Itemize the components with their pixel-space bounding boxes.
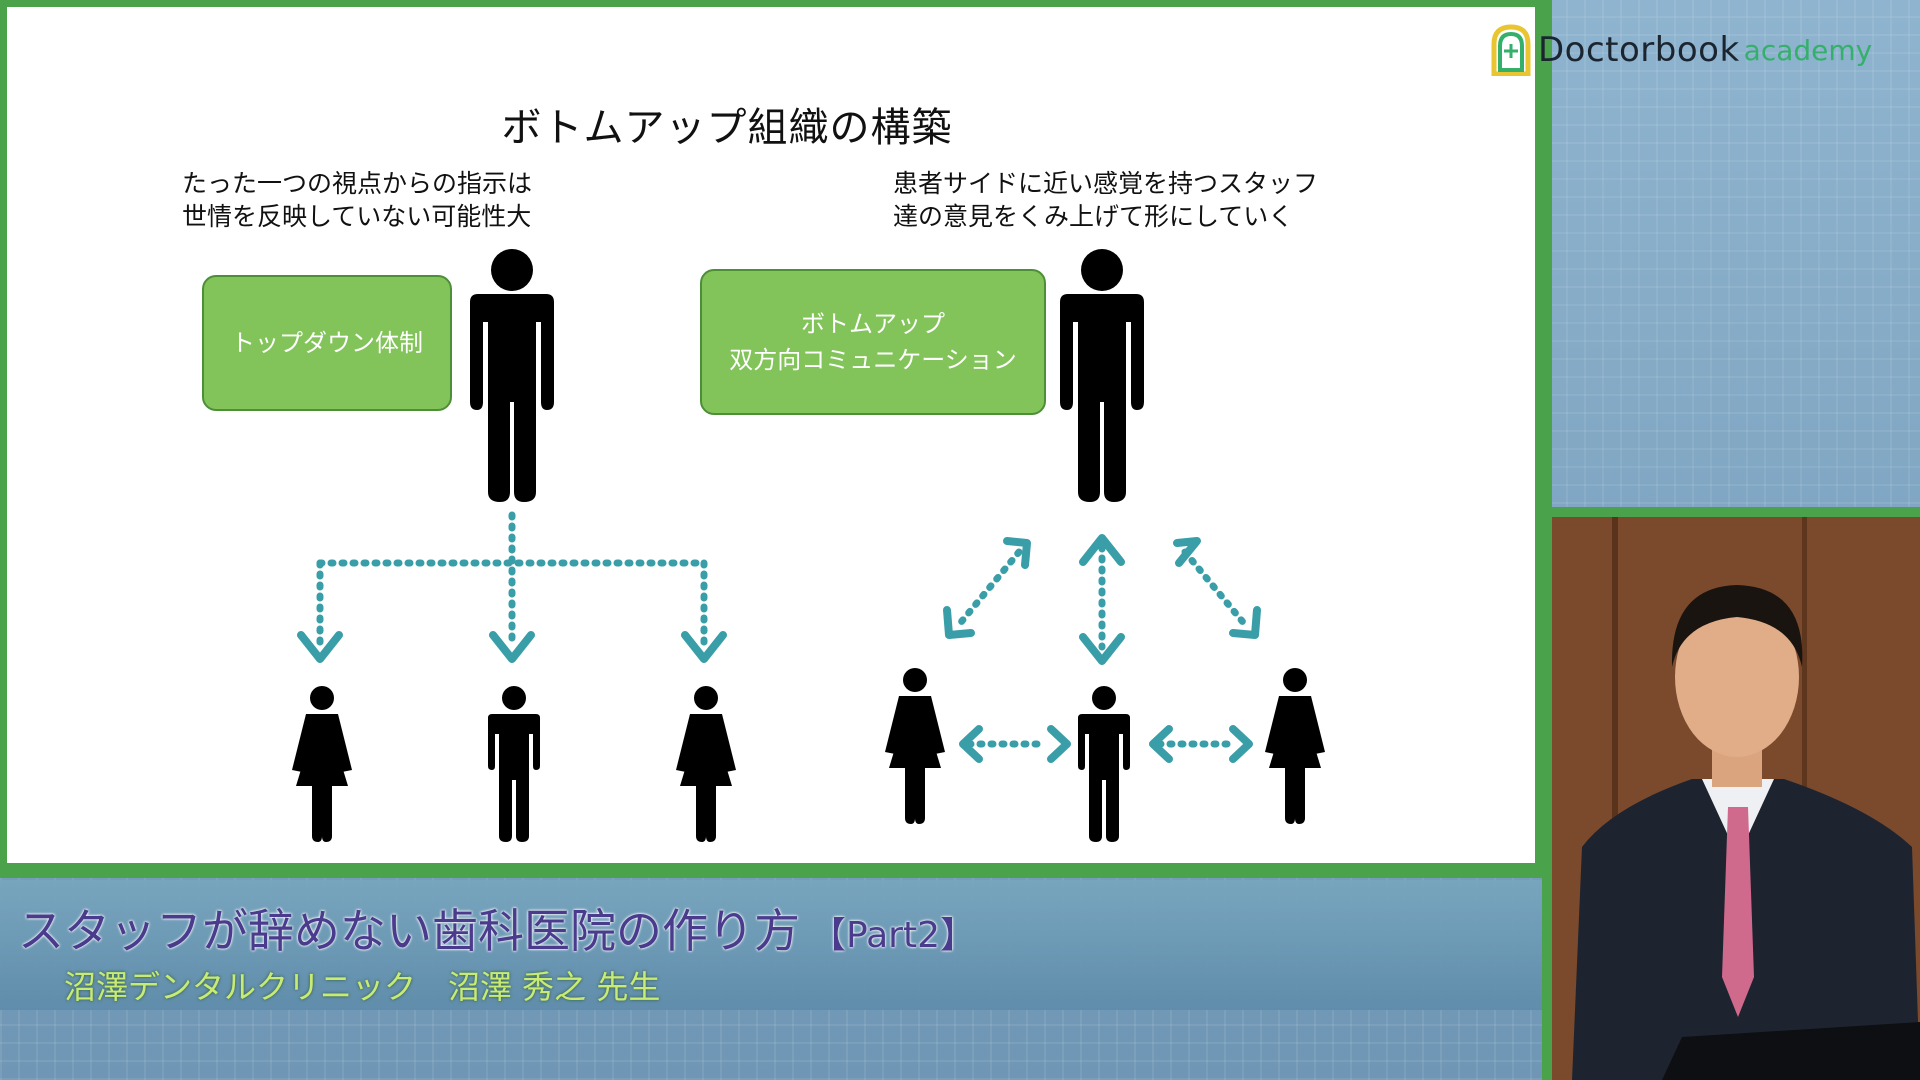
vertical-divider — [1542, 0, 1552, 1080]
slide-title: ボトムアップ組織の構築 — [501, 105, 953, 151]
top-down-box: トップダウン体制 — [202, 275, 452, 411]
slide-content: ボトムアップ組織の構築 たった一つの視点からの指示は 世情を反映していない可能性… — [7, 7, 1535, 863]
lower-third-banner — [0, 880, 1542, 1010]
bottom-up-lines — [953, 543, 1251, 748]
logo-accent-text: academy — [1743, 33, 1873, 67]
top-down-lines — [316, 511, 708, 651]
speaker-video — [1552, 517, 1920, 1080]
logo-brand-text: Doctorbook — [1538, 30, 1740, 70]
slide-frame: ボトムアップ組織の構築 たった一つの視点からの指示は 世情を反映していない可能性… — [0, 0, 1542, 870]
speaker-image — [1552, 517, 1920, 1080]
lecturer-name: 沼澤デンタルクリニック 沼澤 秀之 先生 — [64, 968, 661, 1006]
staff-figures-right — [885, 668, 1325, 842]
slide-bottom-border — [0, 870, 1542, 878]
two-way-arrow-heads — [943, 534, 1261, 763]
staff-figures-left — [292, 686, 736, 842]
right-caption: 患者サイドに近い感覚を持つスタッフ 達の意見をくみ上げて形にしていく — [893, 169, 1319, 231]
org-diagram — [292, 249, 1325, 842]
lecture-part: 【Part2】 — [810, 915, 976, 956]
down-arrow-heads — [297, 631, 727, 663]
leader-figure-right — [1060, 249, 1144, 502]
left-caption: たった一つの視点からの指示は 世情を反映していない可能性大 — [182, 169, 533, 231]
bottom-up-box: ボトムアップ 双方向コミュニケーション — [700, 269, 1046, 415]
horizontal-divider — [1552, 507, 1920, 517]
shield-icon — [1491, 24, 1531, 76]
lecture-title: スタッフが辞めない歯科医院の作り方【Part2】 — [18, 895, 976, 961]
doctorbook-logo: Doctorbook academy — [1490, 22, 1920, 78]
leader-figure-left — [470, 249, 554, 502]
lecture-title-text: スタッフが辞めない歯科医院の作り方 — [18, 904, 800, 958]
